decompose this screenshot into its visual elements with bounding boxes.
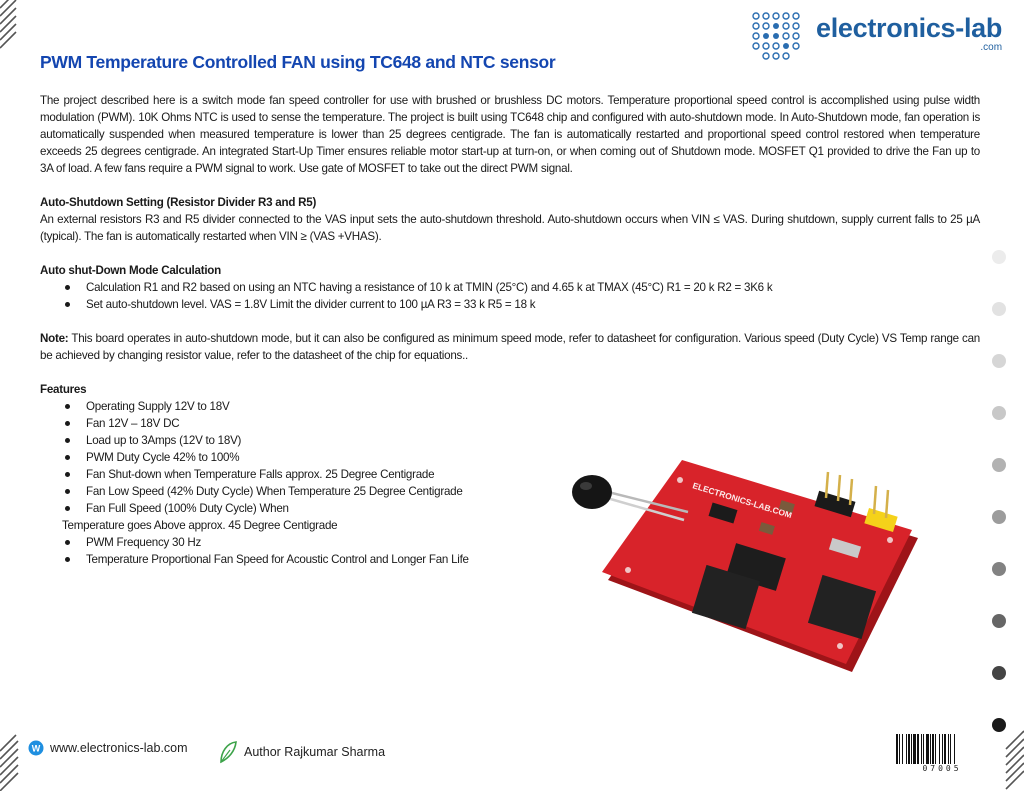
side-dot	[992, 250, 1006, 264]
corner-hatch-top-left	[0, 0, 17, 49]
barcode-bar	[896, 734, 898, 764]
list-item: PWM Duty Cycle 42% to 100%	[40, 449, 980, 466]
list-item: Fan Low Speed (42% Duty Cycle) When Temp…	[40, 483, 980, 500]
features-list-continued: PWM Frequency 30 Hz Temperature Proporti…	[40, 534, 980, 568]
mosfet-q1	[691, 564, 761, 630]
auto-shutdown-heading: Auto-Shutdown Setting (Resistor Divider …	[40, 196, 317, 209]
barcode-bar	[935, 734, 936, 764]
calculation-list: Calculation R1 and R2 based on using an …	[40, 279, 980, 313]
list-item: Set auto-shutdown level. VAS = 1.8V Limi…	[40, 296, 980, 313]
corner-hatch-bottom-left	[0, 734, 19, 791]
barcode-bar	[939, 734, 940, 764]
note-label: Note:	[40, 332, 69, 345]
barcode-bar	[948, 734, 949, 764]
black-pin-header	[814, 490, 856, 518]
note-paragraph: Note: This board operates in auto-shutdo…	[40, 330, 980, 364]
corner-hatch-bottom-right	[1005, 730, 1024, 790]
footer-website-text[interactable]: www.electronics-lab.com	[50, 741, 188, 755]
svg-text:W: W	[32, 744, 41, 754]
barcode-number: 07005	[922, 764, 962, 773]
side-dot	[992, 510, 1006, 524]
side-dot	[992, 666, 1006, 680]
features-list: Operating Supply 12V to 18V Fan 12V – 18…	[40, 398, 980, 517]
footer-website[interactable]: W www.electronics-lab.com	[28, 740, 188, 756]
barcode-bar	[913, 734, 916, 764]
globe-icon: W	[28, 740, 44, 756]
list-item: Temperature Proportional Fan Speed for A…	[40, 551, 980, 568]
barcode	[896, 734, 955, 764]
barcode-bar	[950, 734, 951, 764]
barcode-bar	[942, 734, 943, 764]
side-dot	[992, 458, 1006, 472]
barcode-bar	[954, 734, 955, 764]
electronics-lab-logo: electronics-lab .com	[748, 6, 1002, 62]
page-title: PWM Temperature Controlled FAN using TC6…	[40, 52, 556, 72]
leaf-pen-icon	[220, 741, 237, 764]
barcode-bar	[944, 734, 946, 764]
list-item: Load up to 3Amps (12V to 18V)	[40, 432, 980, 449]
list-item: Fan 12V – 18V DC	[40, 415, 980, 432]
barcode-bar	[906, 734, 907, 764]
barcode-bar	[908, 734, 910, 764]
list-item: PWM Frequency 30 Hz	[40, 534, 980, 551]
barcode-bar	[923, 734, 924, 764]
barcode-bar	[902, 734, 903, 764]
list-item: Fan Shut-down when Temperature Falls app…	[40, 466, 980, 483]
logo-dots-icon	[752, 12, 800, 60]
barcode-bar	[911, 734, 912, 764]
yellow-pin-header	[864, 507, 898, 533]
footer-author-text: Author Rajkumar Sharma	[244, 745, 386, 759]
mosfet-q2	[807, 574, 877, 640]
barcode-bar	[926, 734, 929, 764]
side-dot	[992, 354, 1006, 368]
intro-paragraph: The project described here is a switch m…	[40, 94, 980, 175]
auto-shutdown-paragraph: An external resistors R3 and R5 divider …	[40, 213, 980, 243]
note-text: This board operates in auto-shutdown mod…	[40, 332, 980, 362]
side-dot	[992, 614, 1006, 628]
logo-name: electronics-lab	[816, 13, 1003, 43]
barcode-bar	[930, 734, 931, 764]
list-item: Fan Full Speed (100% Duty Cycle) When	[40, 500, 980, 517]
logo-domain-suffix: .com	[980, 42, 1003, 53]
side-dot	[992, 406, 1006, 420]
footer-author: Author Rajkumar Sharma	[218, 740, 385, 764]
article-body: The project described here is a switch m…	[40, 92, 980, 568]
calculation-heading: Auto shut-Down Mode Calculation	[40, 264, 221, 277]
list-item: Operating Supply 12V to 18V	[40, 398, 980, 415]
barcode-bar	[899, 734, 900, 764]
ntc-sensor	[572, 475, 612, 509]
pcb-product-image: ELECTRONICS-LAB.COM	[572, 460, 918, 672]
side-dot	[992, 718, 1006, 732]
barcode-bar	[932, 734, 934, 764]
side-dot	[992, 562, 1006, 576]
barcode-bar	[921, 734, 922, 764]
side-dot	[992, 302, 1006, 316]
feature-continuation: Temperature goes Above approx. 45 Degree…	[62, 519, 338, 532]
list-item: Calculation R1 and R2 based on using an …	[40, 279, 980, 296]
barcode-bar	[917, 734, 919, 764]
features-heading: Features	[40, 383, 87, 396]
